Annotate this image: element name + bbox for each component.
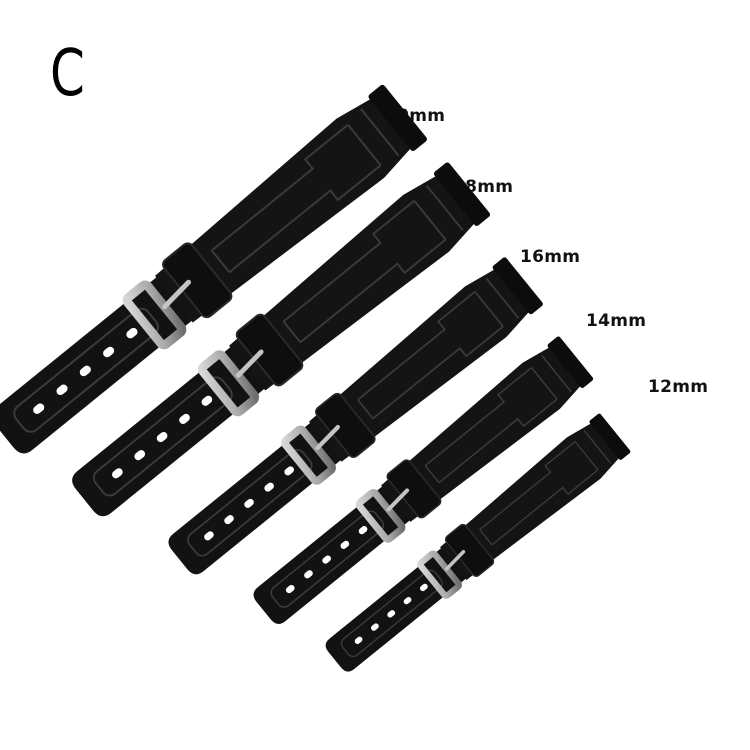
width-label-14mm: 14mm [586,311,647,331]
width-label-16mm: 16mm [520,247,581,267]
width-label-12mm: 12mm [648,377,709,397]
variant-letter: C [50,37,85,111]
